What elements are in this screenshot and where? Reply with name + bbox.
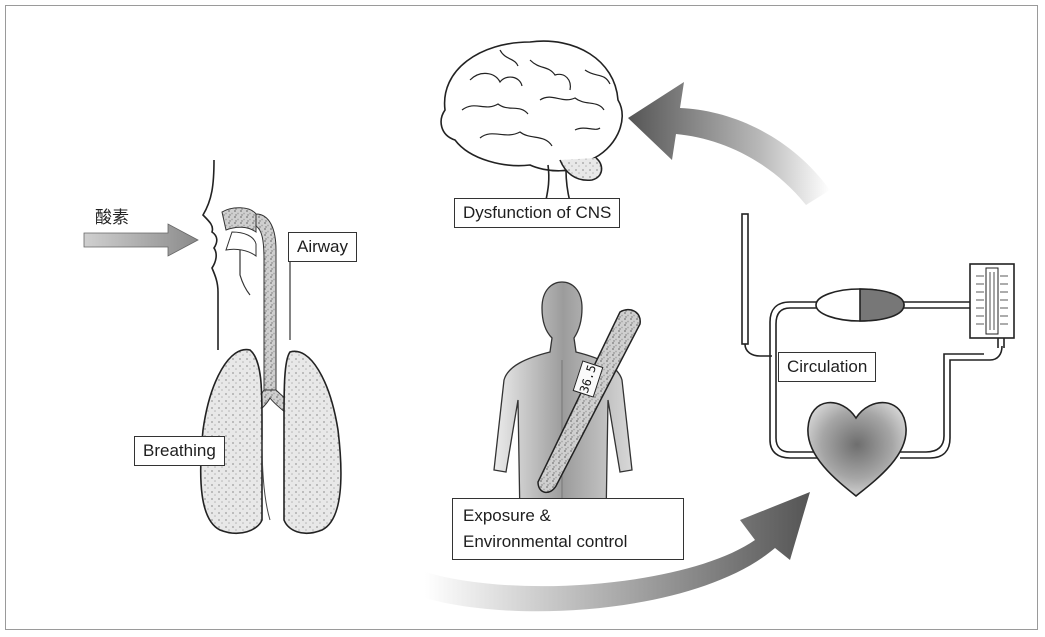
heart-icon — [808, 403, 906, 496]
exposure-label-line1: Exposure & — [463, 506, 551, 525]
exposure-label: Exposure & Environmental control — [452, 498, 684, 560]
human-body-icon — [494, 282, 632, 520]
exposure-label-line2: Environmental control — [463, 532, 627, 551]
airway-label: Airway — [288, 232, 357, 262]
arrow-to-brain-icon — [628, 82, 830, 205]
breathing-label: Breathing — [134, 436, 225, 466]
dysfunction-label: Dysfunction of CNS — [454, 198, 620, 228]
oxygen-label: 酸素 — [95, 203, 129, 228]
circulation-label: Circulation — [778, 352, 876, 382]
oxygen-arrow-icon — [84, 224, 198, 256]
brain-icon — [441, 41, 622, 202]
lungs-airway-icon — [201, 160, 341, 533]
